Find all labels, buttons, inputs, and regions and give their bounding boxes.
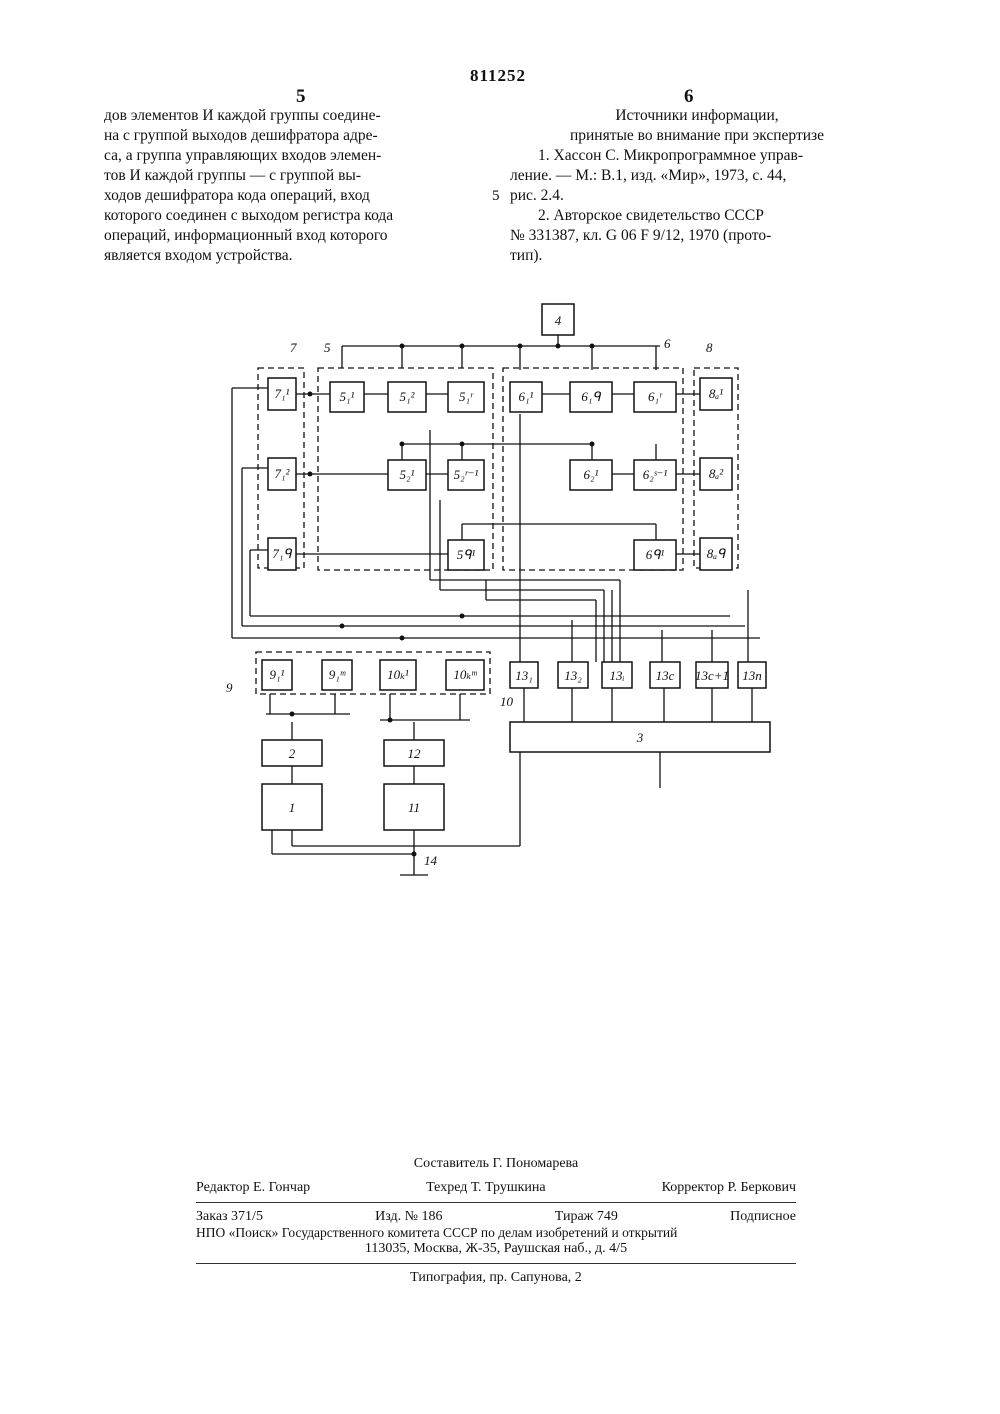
- imprint-block: Составитель Г. Пономарева Редактор Е. Го…: [196, 1156, 796, 1286]
- group-label-9: 9: [226, 680, 233, 695]
- label-b5-21: 5₂¹: [400, 467, 415, 482]
- techred: Техред Т. Трушкина: [426, 1180, 545, 1196]
- label-b13-c1: 13c+1: [695, 668, 729, 683]
- label-b11: 11: [408, 800, 420, 815]
- label-b5-2r: 5₂ʳ⁻¹: [454, 467, 479, 482]
- label-b10-m: 10ₖᵐ: [453, 667, 477, 682]
- label-b13-c: 13c: [656, 668, 675, 683]
- print-run: Тираж 749: [555, 1209, 618, 1225]
- left-column-text: дов элементов И каждой группы соедине- н…: [104, 106, 472, 266]
- text-line: тов И каждой группы — с группой вы-: [104, 166, 472, 186]
- reference-line: тип).: [510, 246, 884, 266]
- label-b7-1: 7₁¹: [275, 386, 290, 401]
- label-b8-1: 8ₐ¹: [709, 386, 723, 401]
- label-b4: 4: [555, 313, 562, 328]
- org-line: НПО «Поиск» Государственного комитета СС…: [196, 1225, 796, 1241]
- label-b5-q: 5ᑫ¹: [457, 547, 476, 562]
- label-b6-1r: 6₁ʳ: [648, 389, 663, 404]
- group-label-5: 5: [324, 340, 331, 355]
- input-label-14: 14: [424, 853, 438, 868]
- label-b7-q: 7₁ᑫ: [272, 546, 292, 561]
- line-marker: 5: [492, 188, 500, 205]
- group-label-6: 6: [664, 336, 671, 351]
- label-b2: 2: [289, 746, 296, 761]
- label-b5-1r: 5₁ʳ: [459, 389, 474, 404]
- text-line: ходов дешифратора кода операций, вход: [104, 186, 472, 206]
- group-label-10: 10: [500, 694, 514, 709]
- label-b8-2: 8ₐ²: [709, 466, 724, 481]
- address-line: 113035, Москва, Ж-35, Раушская наб., д. …: [196, 1241, 796, 1263]
- label-b6-2r: 6₂ˢ⁻¹: [643, 467, 668, 482]
- subscription: Подписное: [730, 1209, 796, 1225]
- references-subheading: принятые во внимание при экспертизе: [510, 126, 884, 146]
- corrector: Корректор Р. Беркович: [662, 1180, 796, 1196]
- group-label-8: 8: [706, 340, 713, 355]
- editor: Редактор Е. Гончар: [196, 1180, 310, 1196]
- text-line: дов элементов И каждой группы соедине-: [104, 106, 472, 126]
- label-b9-1: 9₁¹: [270, 667, 285, 682]
- label-b13-i: 13ᵢ: [609, 668, 624, 683]
- text-line: которого соединен с выходом регистра код…: [104, 206, 472, 226]
- right-column-text: Источники информации, принятые во вниман…: [510, 106, 884, 266]
- label-b12: 12: [408, 746, 422, 761]
- text-line: на с группой выходов дешифратора адре-: [104, 126, 472, 146]
- reference-line: ление. — М.: В.1, изд. «Мир», 1973, с. 4…: [510, 166, 884, 186]
- order-row: Заказ 371/5 Изд. № 186 Тираж 749 Подписн…: [196, 1203, 796, 1225]
- references-heading: Источники информации,: [510, 106, 884, 126]
- text-line: является входом устройства.: [104, 246, 472, 266]
- block-diagram: 4 7₁¹ 7₁² 7₁ᑫ 5₁¹ 5₁² 5₁ʳ 5₂¹ 5₂ʳ⁻¹ 5ᑫ¹ …: [0, 290, 1000, 900]
- right-page-number: 6: [684, 86, 694, 108]
- label-b7-2: 7₁²: [275, 466, 291, 481]
- label-b13-1: 13₁: [515, 668, 533, 683]
- reference-line: 1. Хассон С. Микропрограммное управ-: [510, 146, 884, 166]
- edition: Изд. № 186: [375, 1209, 442, 1225]
- printing-line: Типография, пр. Сапунова, 2: [196, 1264, 796, 1286]
- label-b9-m: 9₁ᵐ: [329, 667, 346, 682]
- label-b6-q: 6ᑫ¹: [646, 547, 665, 562]
- label-b6-21: 6₂¹: [584, 467, 599, 482]
- label-b13-2: 13₂: [564, 668, 582, 683]
- label-b3: 3: [636, 730, 644, 745]
- label-b8-q: 8ₐᑫ: [707, 546, 726, 561]
- compiler-line: Составитель Г. Пономарева: [196, 1156, 796, 1172]
- reference-line: рис. 2.4.: [510, 186, 884, 206]
- order: Заказ 371/5: [196, 1209, 263, 1225]
- label-b10-k: 10ₖ¹: [387, 667, 409, 682]
- reference-line: № 331387, кл. G 06 F 9/12, 1970 (прото-: [510, 226, 884, 246]
- reference-line: 2. Авторское свидетельство СССР: [510, 206, 884, 226]
- label-b6-12: 6₁ᑫ: [581, 389, 601, 404]
- text-line: са, а группа управляющих входов элемен-: [104, 146, 472, 166]
- group-label-7: 7: [290, 340, 297, 355]
- label-b5-11: 5₁¹: [340, 389, 355, 404]
- label-b13-n: 13n: [742, 668, 762, 683]
- left-page-number: 5: [296, 86, 306, 108]
- staff-row: Редактор Е. Гончар Техред Т. Трушкина Ко…: [196, 1180, 796, 1202]
- text-line: операций, информационный вход которого: [104, 226, 472, 246]
- label-b5-12: 5₁²: [400, 389, 416, 404]
- patent-number: 811252: [470, 66, 526, 86]
- label-b1: 1: [289, 800, 296, 815]
- label-b6-11: 6₁¹: [519, 389, 534, 404]
